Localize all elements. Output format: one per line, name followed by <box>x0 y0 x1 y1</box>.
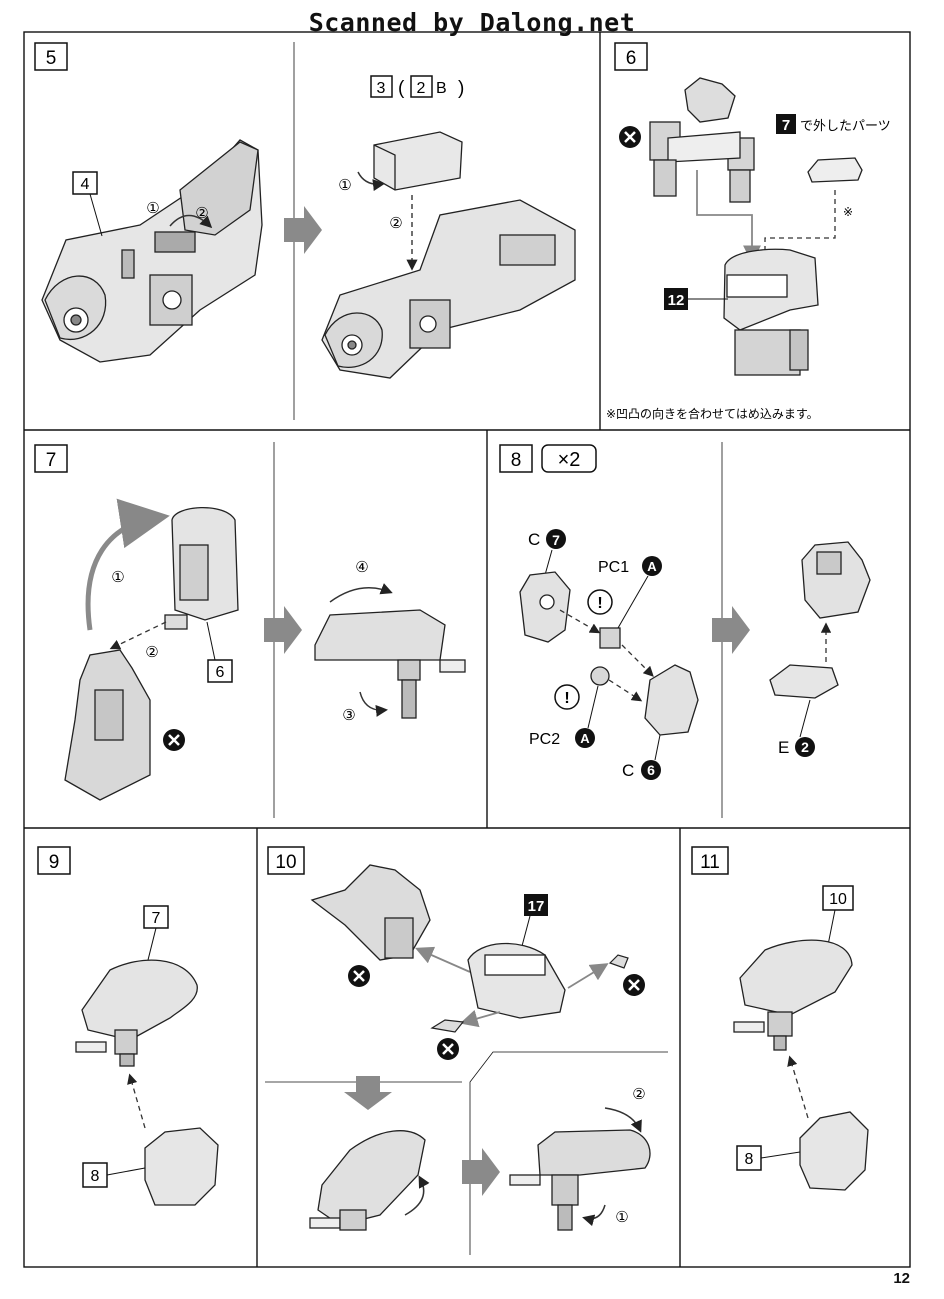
step-7-remove-mark <box>163 729 185 751</box>
step-11-panel: 11 10 8 <box>691 846 869 1191</box>
step-5-paren-open: ( <box>398 78 405 99</box>
step-10-sub-assembly-left <box>309 1130 426 1231</box>
step-7-part-lower <box>64 649 151 801</box>
step-7-number: 7 <box>46 450 57 471</box>
step-6-head-figure <box>723 248 819 376</box>
step-7-part-upper <box>164 506 239 630</box>
step-6-note: ※凹凸の向きを合わせてはめ込みます。 <box>606 406 819 421</box>
step-8-c6-num: 6 <box>647 762 655 778</box>
step-7-panel: 7 ① ② 6 ④ ③ <box>34 444 466 801</box>
step-9-assembly <box>75 959 198 1067</box>
step-8-c7-letter: C <box>528 530 540 549</box>
step-10-arrow-1: ① <box>615 1209 628 1226</box>
step-8-assembled-part <box>801 541 871 619</box>
step-5-assembly-left <box>41 139 263 363</box>
step-8-pc2-runner: A <box>580 731 590 746</box>
step-8-panel: 8 ×2 C 7 PC1 A ! ! PC2 A C 6 <box>499 444 871 780</box>
step-11-part-bottom: 8 <box>745 1151 754 1168</box>
step-8-multiplier: ×2 <box>558 449 581 471</box>
step-9-part-8-drawing <box>144 1127 219 1206</box>
step-10-sub-assembly-right <box>509 1129 651 1231</box>
step-6-part-ref: 12 <box>668 292 685 309</box>
step-5-paren-close: ) <box>458 78 464 99</box>
step-11-part-8-drawing <box>799 1111 869 1191</box>
step-6-removed-part <box>807 157 863 183</box>
step-10-part-ref: 17 <box>528 898 545 915</box>
step-10-removed-wing <box>310 864 431 961</box>
step-8-c7-num: 7 <box>552 532 560 548</box>
step-6-source-caption: で外したパーツ <box>800 118 891 133</box>
step-8-part-c7 <box>519 571 571 643</box>
step-5-panel: 5 4 ① ② 3 ( 2 B ) <box>34 42 576 379</box>
step-8-next-arrow <box>712 606 750 654</box>
step-8-e2-letter: E <box>778 738 789 757</box>
step-10-remove-mark-1 <box>348 965 370 987</box>
step-6-robot-figure <box>649 77 755 203</box>
step-5-sub-ref-b: 2 <box>417 80 426 97</box>
step-11-part-top: 10 <box>829 891 847 908</box>
step-8-alert-2: ! <box>564 690 569 707</box>
step-8-part-c6 <box>644 664 699 736</box>
step-6-source-step: 7 <box>782 117 790 134</box>
step-5-arrow-2-right: ② <box>389 215 402 232</box>
step-8-pc1-label: PC1 <box>598 559 629 576</box>
step-10-small-part-2 <box>430 1019 465 1033</box>
step-7-assembled-part <box>314 609 466 719</box>
step-5-number: 5 <box>46 48 57 69</box>
step-7-next-arrow <box>264 606 302 654</box>
step-5-sub-ref-letter: B <box>436 80 447 97</box>
step-8-number: 8 <box>511 450 522 471</box>
step-5-next-arrow <box>284 206 322 254</box>
step-6-remove-mark <box>619 126 641 148</box>
step-8-c6-letter: C <box>622 761 634 780</box>
step-9-part-top: 7 <box>152 910 161 927</box>
step-7-arrow-3: ③ <box>342 707 355 724</box>
step-10-nose-part <box>467 942 566 1019</box>
step-6-note-mark: ※ <box>843 205 853 219</box>
step-5-assembly-right <box>321 131 576 379</box>
step-8-part-e2 <box>769 664 839 699</box>
step-8-pc2-label: PC2 <box>529 731 560 748</box>
step-8-part-pc2 <box>590 666 610 686</box>
page-number: 12 <box>893 1270 910 1287</box>
step-9-panel: 9 7 8 <box>37 846 219 1206</box>
step-10-panel: 10 17 <box>267 846 651 1231</box>
step-7-arrow-2-left: ② <box>145 644 158 661</box>
step-8-e2-num: 2 <box>801 739 809 755</box>
step-8-alert-1: ! <box>597 595 602 612</box>
step-8-part-pc1 <box>599 627 621 649</box>
step-10-remove-mark-3 <box>437 1038 459 1060</box>
step-7-part-ref: 6 <box>216 664 225 681</box>
step-10-remove-mark-2 <box>623 974 645 996</box>
step-6-panel: 6 7 で外したパーツ ※ 12 ※凹凸の向きを合わせてはめ込みま <box>606 42 891 421</box>
step-5-sub-ref-a: 3 <box>377 80 386 97</box>
step-9-part-bottom: 8 <box>91 1168 100 1185</box>
step-6-number: 6 <box>626 48 637 69</box>
step-5-arrow-1-left: ① <box>146 200 159 217</box>
step-10-small-part-1 <box>608 954 629 969</box>
step-5-arrow-1-right: ① <box>338 177 351 194</box>
step-10-down-arrow <box>344 1076 392 1110</box>
step-5-part-ref: 4 <box>81 176 90 193</box>
step-10-next-arrow <box>462 1148 500 1196</box>
step-7-arrow-1-left: ① <box>111 569 124 586</box>
step-11-number: 11 <box>700 852 720 873</box>
step-10-number: 10 <box>275 852 296 873</box>
step-10-arrow-2: ② <box>632 1086 645 1103</box>
step-11-assembly <box>733 939 853 1051</box>
step-7-arrow-4: ④ <box>355 559 368 576</box>
step-8-pc1-runner: A <box>647 559 657 574</box>
step-9-number: 9 <box>49 852 60 873</box>
